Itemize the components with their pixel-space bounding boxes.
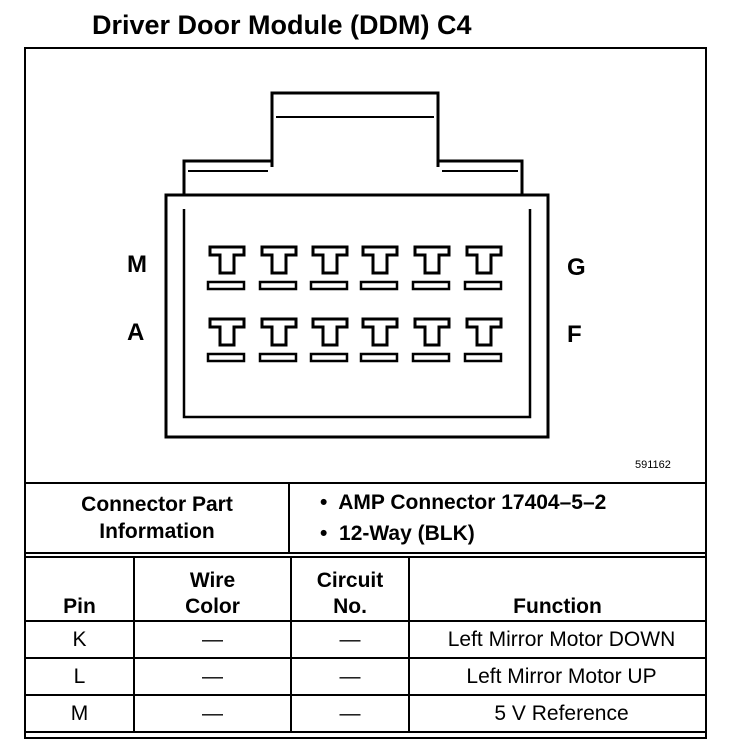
cell-circuit: — — [290, 657, 410, 696]
terminal-lock-bar — [411, 352, 451, 363]
terminal-cavity — [258, 317, 298, 363]
pin-table-header: Pin Wire Color Circuit No. Function — [24, 556, 707, 622]
terminal-lock-bar — [309, 280, 349, 291]
page-title: Driver Door Module (DDM) C4 — [92, 10, 472, 40]
terminal-cavity — [463, 245, 503, 291]
connector-info-label-line1: Connector Part — [81, 493, 233, 516]
header-pin-text: Pin — [63, 595, 96, 618]
terminal-lock-bar — [463, 280, 503, 291]
terminal-t-shape — [413, 317, 451, 347]
pin-label-m: M — [127, 251, 147, 278]
header-function-text: Function — [513, 595, 602, 618]
header-wire-text-2: Color — [185, 595, 240, 618]
terminal-lock-bar — [206, 352, 246, 363]
connector-latch — [270, 91, 440, 167]
pin-label-f: F — [567, 321, 582, 348]
terminal-cavity — [411, 317, 451, 363]
cell-pin: L — [24, 657, 135, 696]
header-circuit: Circuit No. — [290, 556, 410, 622]
table-row: L — — Left Mirror Motor UP — [24, 657, 707, 696]
terminal-lock-bar — [206, 280, 246, 291]
connector-housing — [164, 193, 550, 439]
header-wire-text-1: Wire — [189, 569, 236, 592]
table-row: M — — 5 V Reference — [24, 694, 707, 733]
pin-label-a: A — [127, 319, 145, 346]
terminal-t-shape — [260, 317, 298, 347]
terminal-group — [206, 245, 503, 363]
cell-circuit: — — [290, 694, 410, 733]
header-function: Function — [408, 556, 707, 622]
cell-wire-color: — — [133, 657, 292, 696]
bullet-item: • 12-Way (BLK) — [320, 522, 475, 545]
pin-label-g: G — [567, 254, 586, 281]
header-pin: Pin — [24, 556, 135, 622]
terminal-cavity — [206, 245, 246, 291]
figure-code: 591162 — [635, 459, 671, 471]
terminal-cavity — [309, 245, 349, 291]
table-row: K — — Left Mirror Motor DOWN — [24, 620, 707, 659]
terminal-t-shape — [413, 245, 451, 275]
terminal-t-shape — [260, 245, 298, 275]
terminal-cavity — [463, 317, 503, 363]
pin-table: Pin Wire Color Circuit No. Function K — … — [24, 556, 707, 733]
cell-function: Left Mirror Motor DOWN — [408, 620, 707, 659]
cell-function: Left Mirror Motor UP — [408, 657, 707, 696]
terminal-cavity — [411, 245, 451, 291]
terminal-lock-bar — [359, 352, 399, 363]
cell-wire-color: — — [133, 620, 292, 659]
terminal-lock-bar — [309, 352, 349, 363]
terminal-t-shape — [311, 317, 349, 347]
cell-circuit: — — [290, 620, 410, 659]
cell-pin: K — [24, 620, 135, 659]
connector-shoulder-right — [438, 159, 524, 195]
connector-info-details: • AMP Connector 17404–5–2 • 12-Way (BLK) — [288, 482, 707, 554]
header-circuit-text-1: Circuit — [316, 569, 384, 592]
connector-diagram: M G A F 591162 — [26, 49, 705, 484]
header-wire-color: Wire Color — [133, 556, 292, 622]
terminal-lock-bar — [258, 352, 298, 363]
cell-wire-color: — — [133, 694, 292, 733]
terminal-t-shape — [361, 317, 399, 347]
terminal-cavity — [258, 245, 298, 291]
connector-drawing — [164, 91, 550, 439]
terminal-lock-bar — [359, 280, 399, 291]
connector-shoulder-left — [182, 159, 272, 195]
terminal-t-shape — [465, 245, 503, 275]
terminal-cavity — [359, 317, 399, 363]
terminal-t-shape — [208, 245, 246, 275]
connector-frame: M G A F 591162 Connector Part Informatio… — [24, 47, 707, 739]
connector-info-label-line2: Information — [99, 520, 215, 543]
cell-pin: M — [24, 694, 135, 733]
bullet-text: AMP Connector 17404–5–2 — [338, 491, 607, 514]
terminal-t-shape — [208, 317, 246, 347]
terminal-t-shape — [311, 245, 349, 275]
connector-info-label: Connector Part Information — [24, 482, 290, 554]
bullet-item: • AMP Connector 17404–5–2 — [320, 491, 607, 514]
terminal-cavity — [359, 245, 399, 291]
terminal-cavity — [206, 317, 246, 363]
cell-function: 5 V Reference — [408, 694, 707, 733]
terminal-lock-bar — [463, 352, 503, 363]
bullet-text: 12-Way (BLK) — [339, 522, 475, 545]
terminal-lock-bar — [411, 280, 451, 291]
terminal-cavity — [309, 317, 349, 363]
header-circuit-text-2: No. — [333, 595, 367, 618]
connector-info-table: Connector Part Information • AMP Connect… — [24, 482, 707, 554]
connector-cavity — [182, 209, 532, 419]
terminal-lock-bar — [258, 280, 298, 291]
terminal-t-shape — [465, 317, 503, 347]
terminal-t-shape — [361, 245, 399, 275]
